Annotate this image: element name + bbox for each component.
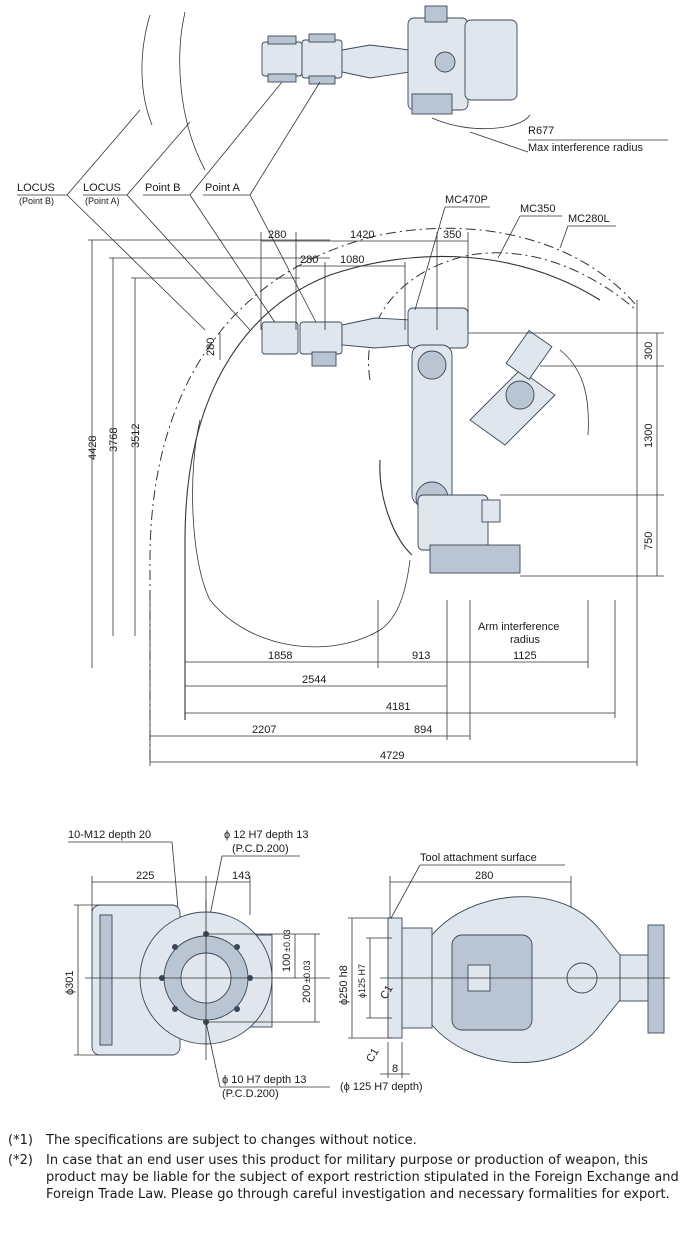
dim-200: 200 bbox=[301, 985, 313, 1003]
top-view: R677 Max interference radius bbox=[141, 5, 668, 171]
locus-b-sub-label: (Point B) bbox=[19, 196, 54, 206]
dim-4729: 4729 bbox=[380, 750, 404, 762]
locus-b-label: LOCUS bbox=[17, 182, 55, 194]
dim-1125: 1125 bbox=[513, 650, 537, 662]
note-text: In case that an end user uses this produ… bbox=[46, 1153, 679, 1202]
pcd200-bot-label: (P.C.D.200) bbox=[222, 1088, 279, 1100]
note-mark: (*1) bbox=[8, 1133, 33, 1148]
dim-4181: 4181 bbox=[386, 701, 410, 713]
leader-labels: LOCUS (Point B) LOCUS (Point A) Point B … bbox=[17, 81, 321, 331]
robot-top-view bbox=[261, 5, 518, 115]
note-2: (*2) In case that an end user uses this … bbox=[8, 1152, 688, 1203]
dim-750: 750 bbox=[643, 532, 655, 550]
locus-a-label: LOCUS bbox=[83, 182, 121, 194]
dim-8: 8 bbox=[392, 1063, 398, 1075]
dim-280-mid: 280 bbox=[300, 254, 318, 266]
dim-3512: 3512 bbox=[130, 424, 142, 448]
mc350-label: MC350 bbox=[520, 203, 555, 215]
phi125-label: ϕ125 H7 bbox=[357, 964, 367, 998]
dim-100-tol: ±0.03 bbox=[282, 930, 292, 952]
robot-side-view bbox=[261, 307, 556, 574]
notes: (*1) The specifications are subject to c… bbox=[8, 1132, 688, 1206]
mc280l-label: MC280L bbox=[568, 213, 610, 225]
dim-143: 143 bbox=[232, 870, 250, 882]
dim-3768: 3768 bbox=[108, 428, 120, 452]
dim-280-v: 280 bbox=[205, 338, 217, 356]
phi10-label: ϕ 10 H7 depth 13 bbox=[222, 1074, 306, 1086]
dim-350: 350 bbox=[443, 229, 461, 241]
robot-dimension-drawing: R677 Max interference radius LOCUS (Poin… bbox=[17, 5, 670, 1100]
dim-200-tol: ±0.03 bbox=[302, 961, 312, 983]
note-text: The specifications are subject to change… bbox=[46, 1133, 417, 1148]
dim-225: 225 bbox=[136, 870, 154, 882]
dim-1080: 1080 bbox=[340, 254, 364, 266]
arm-interference-label-2: radius bbox=[510, 634, 540, 646]
dim-894: 894 bbox=[414, 724, 432, 736]
dim-300: 300 bbox=[643, 342, 655, 360]
pcd200-top-label: (P.C.D.200) bbox=[232, 843, 289, 855]
dim-100: 100 bbox=[281, 954, 293, 972]
dim-1420: 1420 bbox=[350, 229, 374, 241]
note-mark: (*2) bbox=[8, 1153, 33, 1168]
arm-interference-label-1: Arm interference bbox=[478, 621, 559, 633]
dim-280-tool: 280 bbox=[475, 870, 493, 882]
dim-913: 913 bbox=[412, 650, 430, 662]
phi250-label: ϕ250 h8 bbox=[338, 965, 350, 1005]
flange-side-view: Tool attachment surface 280 ϕ250 h8 ϕ125… bbox=[338, 852, 670, 1093]
mc470p-label: MC470P bbox=[445, 194, 488, 206]
point-b-label: Point B bbox=[145, 182, 180, 194]
dim-2544: 2544 bbox=[302, 674, 326, 686]
point-a-label: Point A bbox=[205, 182, 241, 194]
phi12-label: ϕ 12 H7 depth 13 bbox=[224, 829, 308, 841]
tool-surface-label: Tool attachment surface bbox=[420, 852, 537, 864]
r677-label: R677 bbox=[528, 125, 554, 137]
flange-front-view: 10-M12 depth 20 ϕ 12 H7 depth 13 (P.C.D.… bbox=[64, 829, 330, 1100]
side-view: MC470P MC350 MC280L 280 1420 350 280 108… bbox=[87, 194, 664, 766]
locus-a-sub-label: (Point A) bbox=[85, 196, 120, 206]
phi125-depth-label: (ϕ 125 H7 depth) bbox=[340, 1081, 423, 1093]
dim-280-top: 280 bbox=[268, 229, 286, 241]
note-1: (*1) The specifications are subject to c… bbox=[8, 1132, 688, 1149]
dim-1858: 1858 bbox=[268, 650, 292, 662]
dim-1300: 1300 bbox=[643, 424, 655, 448]
dim-2207: 2207 bbox=[252, 724, 276, 736]
max-interference-label: Max interference radius bbox=[528, 142, 643, 154]
m12-label: 10-M12 depth 20 bbox=[68, 829, 151, 841]
phi301-label: ϕ301 bbox=[64, 970, 76, 995]
c1-b-label: C1 bbox=[364, 1046, 381, 1064]
dim-4428: 4428 bbox=[87, 436, 99, 460]
